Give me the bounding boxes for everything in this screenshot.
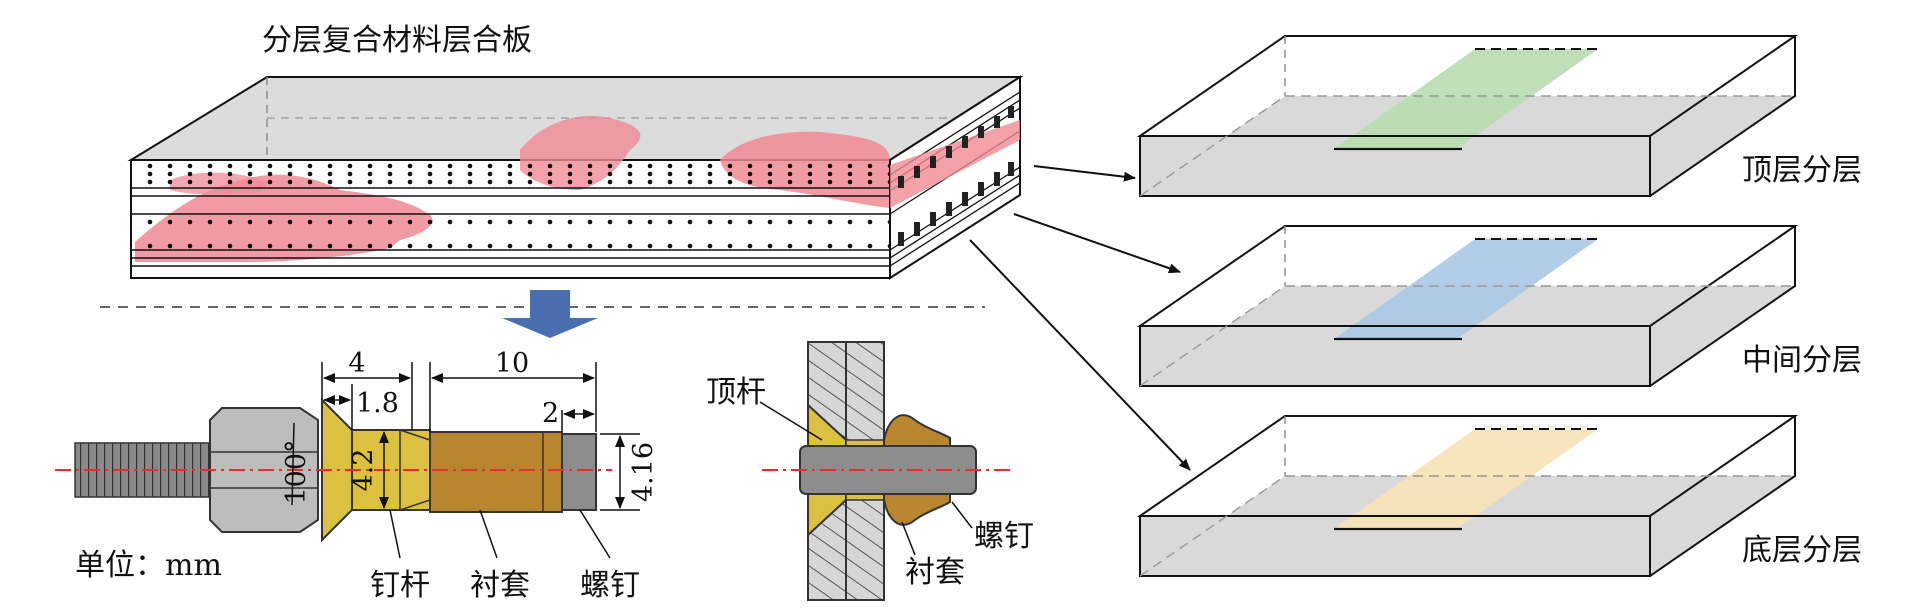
laminate-title: 分层复合材料层合板 (262, 23, 532, 58)
side-damage (890, 120, 1020, 208)
down-arrow (502, 290, 598, 338)
mid-plane (1139, 475, 1795, 577)
panel-side (1649, 226, 1796, 387)
dimensions (291, 362, 640, 511)
sleeve-flare (883, 493, 951, 526)
arrow-to-mid-panel (1013, 213, 1181, 274)
panel-label: 顶层分层 (1742, 153, 1862, 188)
label-screw: 螺钉 (580, 568, 640, 603)
delamination-strip (1334, 239, 1598, 339)
delamination-strip (1334, 49, 1598, 149)
panel-top: 顶层分层 (1136, 35, 1862, 197)
panel-side (1649, 416, 1796, 577)
dim-angle: 100° (281, 439, 312, 504)
laminate-side-face (889, 75, 1021, 280)
fiber-dots-lower (138, 216, 890, 250)
dim-4: 4 (348, 348, 365, 379)
panel-middle: 中间分层 (1136, 225, 1862, 387)
panel-bottom: 底层分层 (1136, 415, 1862, 577)
panel-label: 底层分层 (1742, 533, 1862, 568)
arrow-to-bottom-panel (969, 239, 1191, 471)
section-leaders (759, 401, 973, 556)
fiber-dots-upper (138, 161, 890, 187)
label-section-screw: 螺钉 (974, 519, 1034, 554)
panel-label: 中间分层 (1742, 343, 1862, 378)
dim-4-2: 4.2 (348, 449, 379, 492)
panel-front (1139, 325, 1651, 387)
section-view: 顶杆 衬套 螺钉 (706, 341, 1034, 601)
label-ejector: 顶杆 (706, 375, 766, 410)
label-pin: 钉杆 (370, 568, 430, 603)
delamination-strip (1334, 429, 1598, 529)
mid-plane (1139, 95, 1795, 197)
panel-front (1139, 135, 1651, 197)
dim-1-8: 1.8 (356, 388, 399, 419)
dim-4-16: 4.16 (628, 442, 659, 502)
leaders (389, 509, 611, 559)
sleeve-flare (883, 414, 951, 447)
side-fiber-blocks (898, 106, 1014, 246)
sleeve (429, 431, 563, 513)
screw-end (561, 433, 597, 511)
panel-front (1139, 515, 1651, 577)
arrow-to-top-panel (1033, 165, 1136, 182)
label-sleeve: 衬套 (470, 568, 530, 603)
mid-plane (1139, 285, 1795, 387)
panel-side (1649, 36, 1796, 197)
label-unit: 单位：mm (75, 548, 222, 583)
label-section-sleeve: 衬套 (905, 555, 965, 590)
dim-10: 10 (495, 348, 529, 379)
dim-2: 2 (542, 398, 559, 429)
fastener-side-view: 4 10 1.8 2 4.2 4.16 100° 单位：mm 钉杆 衬套 螺钉 (55, 348, 659, 603)
laminate: 分层复合材料层合板 (127, 23, 1191, 471)
